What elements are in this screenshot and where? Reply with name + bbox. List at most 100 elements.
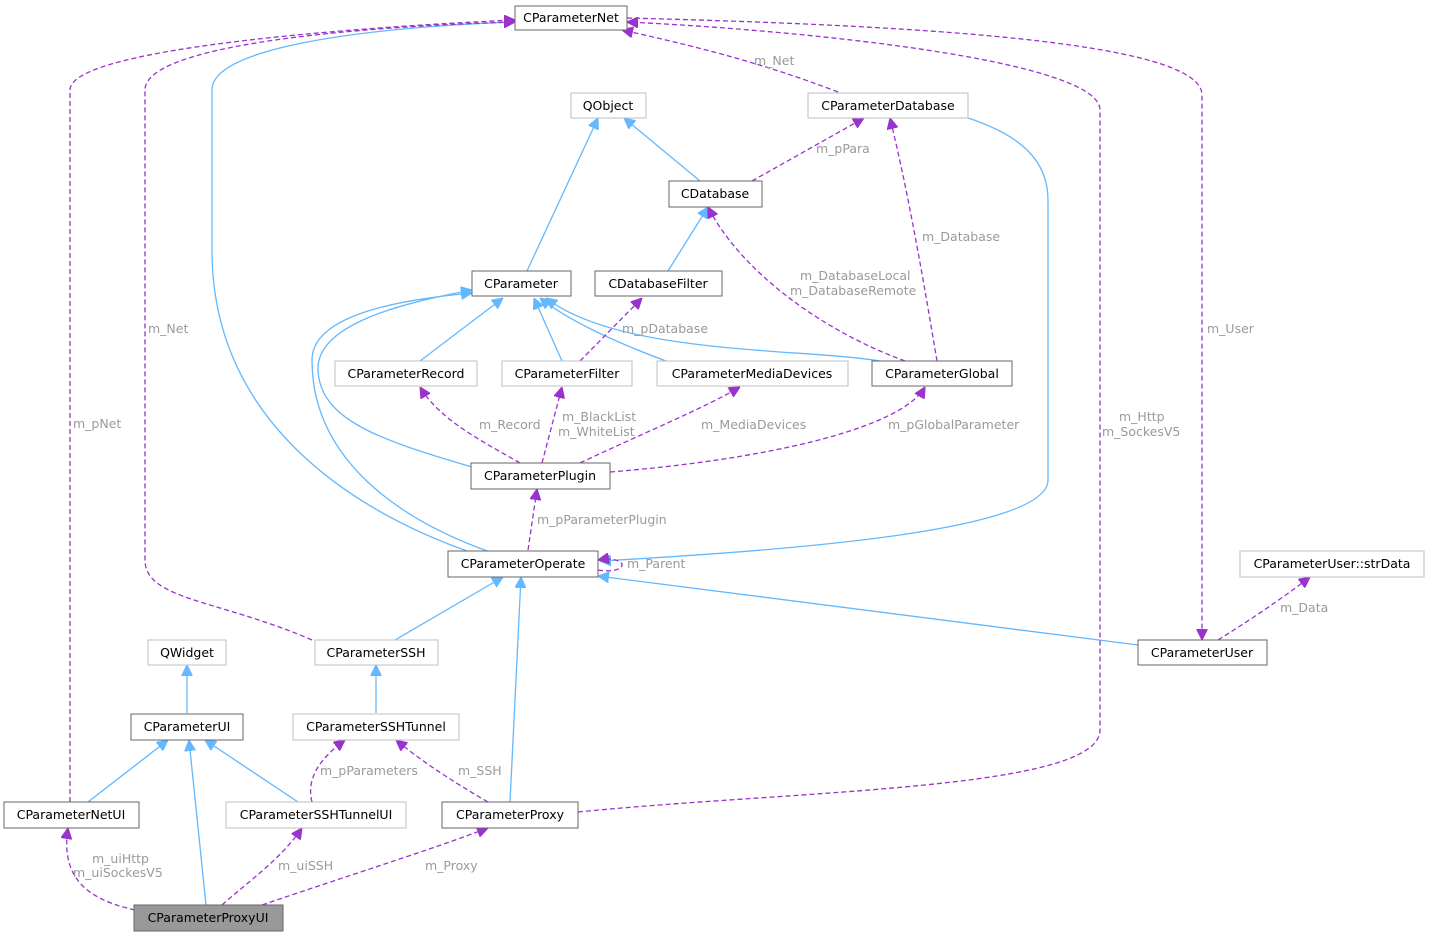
edge-data [1217, 577, 1310, 641]
node-cparameterdatabase-label: CParameterDatabase [821, 98, 955, 113]
label-m-sockesv5-proxy: m_SockesV5 [1102, 424, 1180, 439]
label-m-pparameters: m_pParameters [320, 763, 418, 778]
label-m-pdatabase: m_pDatabase [622, 321, 708, 336]
node-cparametermediadevices[interactable]: CParameterMediaDevices [656, 360, 849, 387]
node-cparameternetui-label: CParameterNetUI [17, 807, 126, 822]
node-cparameteroperate-label: CParameterOperate [461, 556, 586, 571]
label-m-mediadevices: m_MediaDevices [701, 417, 806, 432]
label-m-whitelist: m_WhiteList [558, 424, 635, 439]
edge-sshtunnelui-to-ui [205, 740, 299, 803]
node-qwidget[interactable]: QWidget [147, 639, 227, 666]
node-cparameterproxyui-label: CParameterProxyUI [148, 910, 269, 925]
label-m-record: m_Record [479, 417, 541, 432]
node-cparametersshtunnel-label: CParameterSSHTunnel [306, 719, 446, 734]
node-cparametermediadevices-label: CParameterMediaDevices [672, 366, 833, 381]
node-cparameterfilter-label: CParameterFilter [515, 366, 621, 381]
label-m-net-ssh: m_Net [148, 321, 188, 336]
edge-databaselocal [707, 207, 906, 362]
edge-http-sockesv5 [577, 22, 1101, 813]
node-cparameterproxy[interactable]: CParameterProxy [441, 801, 579, 829]
edge-operate-to-parameter [311, 293, 491, 553]
edge-ssh [396, 740, 489, 803]
label-m-databaseremote: m_DatabaseRemote [790, 283, 917, 298]
edge-pparameterplugin [527, 489, 537, 551]
edge-operate-to-parameterdatabase [600, 117, 1049, 561]
node-cparameterssh-label: CParameterSSH [326, 645, 425, 660]
label-m-pparameterplugin: m_pParameterPlugin [537, 512, 667, 527]
edge-pglobalparameter [609, 387, 925, 473]
label-m-net-db: m_Net [754, 53, 794, 68]
node-qobject[interactable]: QObject [570, 92, 647, 119]
node-cparametersshtunnelui[interactable]: CParameterSSHTunnelUI [225, 801, 407, 829]
node-cparameterplugin[interactable]: CParameterPlugin [470, 462, 611, 490]
label-m-ppara: m_pPara [816, 141, 870, 156]
node-cparameterproxyui[interactable]: CParameterProxyUI [133, 904, 284, 932]
label-m-blacklist: m_BlackList [562, 409, 636, 424]
node-cparametersshtunnelui-label: CParameterSSHTunnelUI [240, 807, 393, 822]
node-cparameterssh[interactable]: CParameterSSH [314, 639, 439, 666]
node-cdatabasefilter-label: CDatabaseFilter [608, 276, 708, 291]
label-m-uisockesv5: m_uiSockesV5 [73, 865, 163, 880]
edge-label-group: m_Net m_pPara m_Database m_DatabaseLocal… [73, 53, 1328, 880]
edge-operate-to-parameternet [211, 22, 515, 553]
node-cparameteruser-label: CParameterUser [1151, 645, 1254, 660]
label-m-proxy: m_Proxy [425, 858, 478, 873]
node-cparameteroperate[interactable]: CParameterOperate [447, 550, 599, 578]
node-cparameteruser-strdata-label: CParameterUser::strData [1254, 556, 1411, 571]
node-cparameterdatabase[interactable]: CParameterDatabase [807, 92, 969, 119]
edge-user-to-operate [598, 576, 1139, 646]
node-cparameteruser[interactable]: CParameterUser [1137, 639, 1268, 666]
node-cparameterglobal-label: CParameterGlobal [885, 366, 999, 381]
edge-proxyui-to-ui [189, 740, 207, 906]
edge-user [626, 17, 1202, 640]
node-cparameterfilter[interactable]: CParameterFilter [501, 360, 633, 387]
inheritance-edges [87, 22, 1139, 906]
node-cparameteruser-strdata[interactable]: CParameterUser::strData [1239, 550, 1425, 578]
label-m-parent: m_Parent [627, 556, 686, 571]
node-cdatabase[interactable]: CDatabase [668, 180, 763, 208]
label-m-uissh: m_uiSSH [278, 858, 333, 873]
edge-proxy-to-operate [509, 577, 521, 803]
label-m-user: m_User [1207, 321, 1255, 336]
node-cparameterglobal[interactable]: CParameterGlobal [871, 360, 1013, 387]
edge-database [890, 118, 938, 362]
node-cparameternetui[interactable]: CParameterNetUI [3, 801, 140, 829]
edge-filter-to-parameter [534, 298, 563, 362]
node-cparameternet-label: CParameterNet [523, 10, 619, 25]
edge-plugin-to-parameter [317, 290, 472, 468]
node-cparameterplugin-label: CParameterPlugin [484, 468, 596, 483]
node-cparameternet[interactable]: CParameterNet [514, 5, 628, 31]
node-cparameterui[interactable]: CParameterUI [130, 713, 244, 741]
node-cparameterrecord[interactable]: CParameterRecord [334, 360, 478, 387]
edge-net-ssh [144, 22, 515, 641]
edge-uihttp [67, 828, 136, 911]
node-cparameter[interactable]: CParameter [471, 270, 572, 297]
node-cdatabasefilter[interactable]: CDatabaseFilter [594, 270, 723, 297]
edge-global-to-parameter [546, 298, 881, 362]
node-cparameterproxy-label: CParameterProxy [456, 807, 565, 822]
label-m-pnet: m_pNet [73, 416, 121, 431]
node-cparameterui-label: CParameterUI [144, 719, 231, 734]
edge-mediadevices [579, 387, 740, 464]
node-cparameter-label: CParameter [484, 276, 559, 291]
edge-database-to-qobject [624, 118, 701, 182]
label-m-ssh: m_SSH [458, 763, 502, 778]
collaboration-edges [67, 17, 1310, 911]
edge-netui-to-ui [87, 740, 168, 803]
node-cparameterrecord-label: CParameterRecord [348, 366, 465, 381]
node-cdatabase-label: CDatabase [681, 186, 750, 201]
edge-pnet [69, 20, 515, 802]
label-m-uihttp: m_uiHttp [92, 851, 149, 866]
node-group: CParameterNet QObject CParameterDatabase… [3, 5, 1425, 932]
node-cparametersshtunnel[interactable]: CParameterSSHTunnel [292, 713, 460, 741]
edge-pparameters [310, 740, 345, 803]
edge-pdatabase [579, 298, 642, 362]
edge-parent [598, 559, 623, 572]
edge-ppara [751, 118, 864, 182]
node-qwidget-label: QWidget [160, 645, 214, 660]
edge-databasefilter-to-database [667, 207, 708, 272]
node-qobject-label: QObject [583, 98, 634, 113]
label-m-data: m_Data [1280, 600, 1328, 615]
label-m-http: m_Http [1119, 409, 1165, 424]
